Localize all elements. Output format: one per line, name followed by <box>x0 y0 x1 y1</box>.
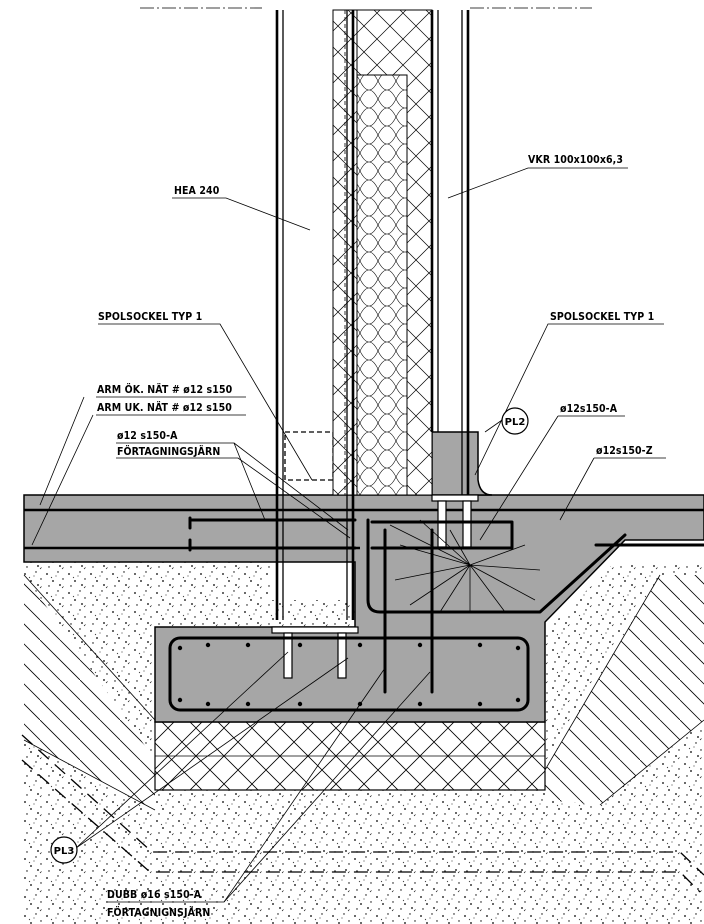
radiating-bar-lines <box>389 519 541 613</box>
label-fortagnignsjarn: FÖRTAGNIGNSJÄRN <box>107 905 210 919</box>
label-arm-ok: ARM ÖK. NÄT # ø12 s150 <box>97 382 233 396</box>
hea-column <box>275 10 355 620</box>
annotation-labels: HEA 240 VKR 100x100x6,3 SPOLSOCKEL TYP 1… <box>97 154 654 919</box>
pl3-tag: PL3 <box>50 836 78 864</box>
label-spolsockel-left: SPOLSOCKEL TYP 1 <box>98 311 202 323</box>
pl2-tag: PL2 <box>501 407 529 435</box>
slab-reinforcement <box>188 516 704 614</box>
boundary-dashed-lines <box>21 734 704 893</box>
label-bar-a-left: ø12 s150-A <box>117 430 178 442</box>
pl3-tag-text: PL3 <box>54 846 75 857</box>
label-spolsockel-right: SPOLSOCKEL TYP 1 <box>550 311 654 323</box>
label-fortagningsjarn: FÖRTAGNINGSJÄRN <box>117 444 220 458</box>
label-hea: HEA 240 <box>174 185 220 197</box>
wall-insulation <box>332 9 433 496</box>
footing-base-insulation <box>154 721 546 791</box>
pl2-tag-text: PL2 <box>505 417 526 428</box>
label-dubb: DUBB ø16 s150-A <box>107 889 202 901</box>
label-arm-uk: ARM UK. NÄT # ø12 s150 <box>97 400 232 414</box>
leader-lines <box>31 167 666 903</box>
label-bar-a-right: ø12s150-A <box>560 403 618 415</box>
label-vkr: VKR 100x100x6,3 <box>528 154 623 166</box>
slope-hatch-left <box>23 574 156 811</box>
slope-hatch-right <box>544 574 704 806</box>
vkr-column <box>430 10 470 500</box>
ground-gravel <box>24 562 704 924</box>
footing-reinforcement <box>168 528 530 712</box>
label-bar-z: ø12s150-Z <box>596 445 653 457</box>
pedestal-left-dashed <box>284 431 334 481</box>
